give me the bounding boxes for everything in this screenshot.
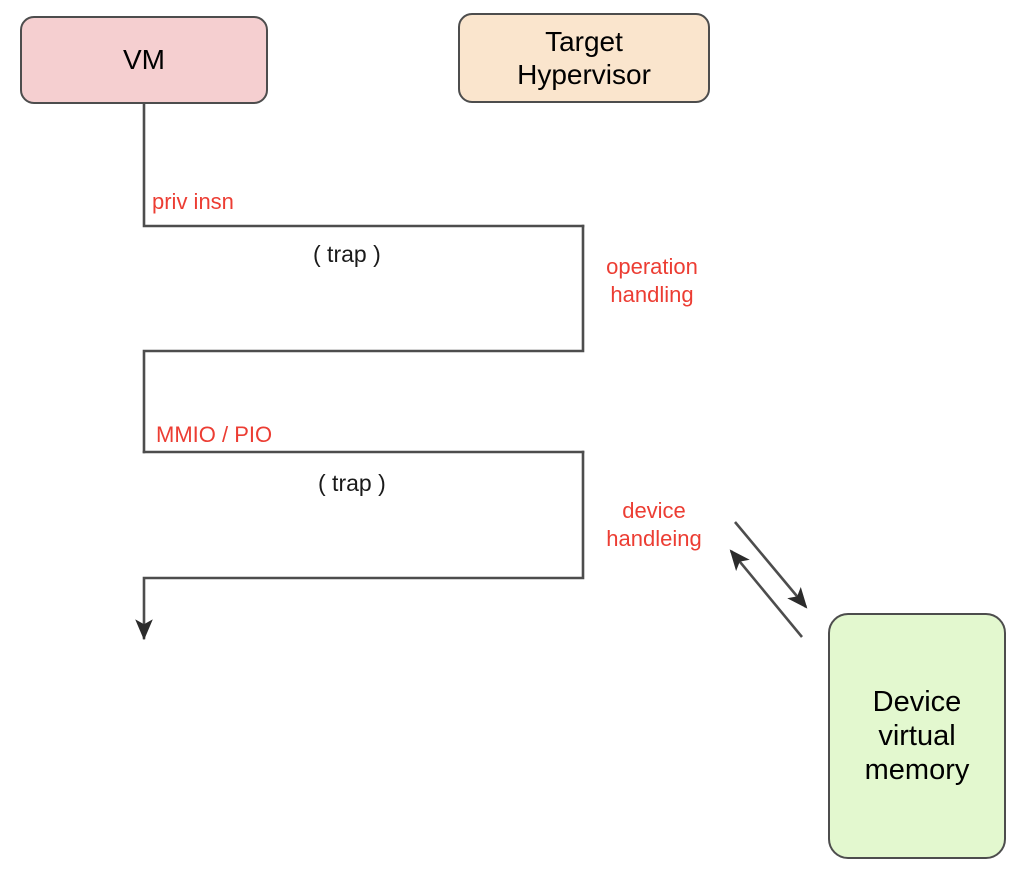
edge-label-operation-handling: operation handling — [606, 254, 698, 308]
node-target-hypervisor[interactable]: Target Hypervisor — [458, 13, 710, 103]
edge-label-priv-insn: priv insn — [152, 189, 234, 214]
edge-label-trap-mmio-pio: ( trap ) — [318, 470, 386, 496]
node-vm[interactable]: VM — [20, 16, 268, 104]
node-device-virtual-memory[interactable]: Device virtual memory — [828, 613, 1006, 859]
edge-hypervisor-to-devmem-arrow — [734, 521, 808, 609]
edge-label-trap-priv-insn: ( trap ) — [313, 241, 381, 267]
edge-label-device-handling: device handleing — [606, 498, 702, 552]
edge-devmem-to-hypervisor-arrow — [729, 549, 804, 638]
edge-label-mmio-pio: MMIO / PIO — [156, 422, 273, 447]
